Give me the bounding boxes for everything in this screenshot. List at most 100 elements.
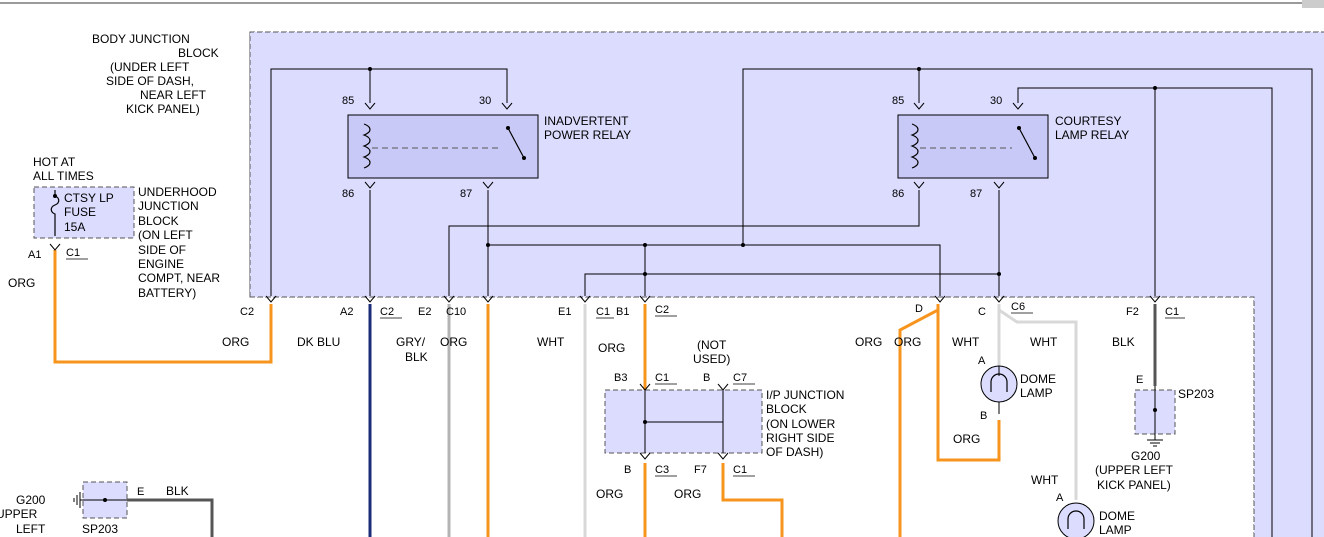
svg-text:A: A	[1056, 492, 1064, 504]
svg-text:A2: A2	[340, 306, 353, 318]
svg-text:ORG: ORG	[596, 487, 623, 501]
underhood-junction-label: UNDERHOOD	[138, 185, 217, 199]
svg-text:A: A	[978, 355, 986, 367]
body-junction-block	[250, 32, 1324, 537]
svg-text:BLOCK: BLOCK	[766, 402, 807, 416]
svg-text:UPPER: UPPER	[0, 507, 38, 521]
wire-org-f7	[721, 463, 784, 537]
svg-text:C1: C1	[733, 464, 747, 476]
svg-text:(ON LEFT: (ON LEFT	[138, 228, 193, 242]
svg-text:WHT: WHT	[1030, 335, 1058, 349]
wire-org-dome	[936, 310, 1001, 462]
svg-text:BATTERY): BATTERY)	[138, 286, 196, 300]
svg-text:WHT: WHT	[952, 335, 980, 349]
wire-org-fuse	[53, 250, 273, 364]
svg-text:COMPT, NEAR: COMPT, NEAR	[138, 271, 220, 285]
svg-text:C1: C1	[1165, 306, 1179, 318]
svg-text:SP203: SP203	[82, 522, 118, 536]
junction-dots	[368, 67, 1157, 276]
svg-text:ORG: ORG	[440, 335, 467, 349]
svg-text:KICK PANEL): KICK PANEL)	[1097, 478, 1171, 492]
svg-text:C1: C1	[596, 306, 610, 318]
scroll-corner	[1302, 0, 1324, 8]
svg-text:DK BLU: DK BLU	[297, 335, 340, 349]
inadvertent-relay-label: INADVERTENT	[544, 114, 629, 128]
svg-text:30: 30	[990, 95, 1002, 107]
dome-lamp-icon	[1057, 502, 1095, 537]
svg-text:C2: C2	[655, 304, 669, 316]
svg-text:ORG: ORG	[222, 335, 249, 349]
svg-text:C2: C2	[240, 306, 254, 318]
courtesy-lamp-relay	[897, 114, 1049, 179]
svg-text:B: B	[624, 464, 631, 476]
svg-text:ORG: ORG	[953, 432, 980, 446]
svg-text:OF DASH): OF DASH)	[766, 445, 823, 459]
wire-org-d1	[898, 304, 940, 537]
svg-text:E: E	[137, 486, 144, 498]
ground-name: G200	[1131, 449, 1161, 463]
svg-text:C1: C1	[655, 372, 669, 384]
svg-text:86: 86	[892, 188, 904, 200]
svg-text:C6: C6	[1011, 301, 1025, 313]
svg-text:15A: 15A	[64, 220, 85, 234]
svg-text:30: 30	[479, 95, 491, 107]
svg-text:LAMP: LAMP	[1099, 523, 1132, 537]
wire-wht-c6	[998, 308, 1078, 500]
svg-text:ORG: ORG	[598, 341, 625, 355]
svg-text:(UNDER LEFT: (UNDER LEFT	[110, 60, 190, 74]
svg-text:87: 87	[970, 188, 982, 200]
hot-at-label: HOT AT	[33, 155, 76, 169]
svg-text:BLOCK: BLOCK	[178, 46, 219, 60]
svg-text:85: 85	[342, 95, 354, 107]
svg-text:G200: G200	[16, 493, 46, 507]
connector-markers	[265, 102, 1161, 303]
ground-icon	[1147, 439, 1163, 447]
svg-text:WHT: WHT	[1031, 473, 1059, 487]
svg-text:86: 86	[342, 188, 354, 200]
svg-text:87: 87	[460, 188, 472, 200]
relay-coil-icon	[362, 123, 371, 169]
svg-text:BLK: BLK	[1112, 335, 1135, 349]
inadvertent-power-relay	[347, 114, 539, 179]
svg-text:E1: E1	[558, 306, 571, 318]
underhood-fuse-block	[33, 186, 135, 239]
svg-text:F7: F7	[694, 464, 707, 476]
svg-text:C: C	[978, 306, 986, 318]
svg-text:F2: F2	[1126, 306, 1139, 318]
svg-text:D: D	[915, 303, 923, 315]
svg-text:ALL TIMES: ALL TIMES	[33, 169, 94, 183]
svg-text:(UPPER LEFT: (UPPER LEFT	[1095, 463, 1174, 477]
svg-text:(NOT: (NOT	[697, 338, 727, 352]
svg-text:ORG: ORG	[674, 487, 701, 501]
svg-text:B: B	[703, 372, 710, 384]
svg-text:ENGINE: ENGINE	[138, 257, 184, 271]
svg-text:SIDE OF DASH,: SIDE OF DASH,	[106, 74, 194, 88]
svg-text:GRY/: GRY/	[396, 335, 426, 349]
svg-text:ORG: ORG	[855, 335, 882, 349]
svg-text:KICK PANEL): KICK PANEL)	[126, 102, 200, 116]
svg-text:LEFT: LEFT	[16, 522, 46, 536]
internal-wiring	[270, 68, 1313, 537]
svg-text:B1: B1	[616, 306, 629, 318]
svg-text:RIGHT SIDE: RIGHT SIDE	[766, 431, 834, 445]
svg-text:C7: C7	[733, 372, 747, 384]
svg-text:C3: C3	[655, 464, 669, 476]
svg-text:C10: C10	[446, 306, 466, 318]
svg-text:LAMP: LAMP	[1020, 386, 1053, 400]
svg-text:JUNCTION: JUNCTION	[138, 199, 199, 213]
svg-text:SP203: SP203	[1178, 387, 1214, 401]
svg-text:LAMP RELAY: LAMP RELAY	[1055, 128, 1129, 142]
svg-text:C2: C2	[380, 306, 394, 318]
svg-text:USED): USED)	[693, 352, 730, 366]
dome-lamp-2-label: DOME	[1099, 509, 1135, 523]
body-junction-title: BODY JUNCTION	[92, 32, 190, 46]
relay-switch-icon	[1018, 127, 1036, 159]
svg-text:ORG: ORG	[8, 276, 35, 290]
ip-junction-label: I/P JUNCTION	[766, 388, 844, 402]
svg-text:NEAR LEFT: NEAR LEFT	[140, 88, 207, 102]
dome-lamp-label: DOME	[1020, 372, 1056, 386]
relay-switch-icon	[507, 127, 525, 159]
svg-text:POWER RELAY: POWER RELAY	[544, 128, 631, 142]
ground-icon	[73, 492, 81, 508]
